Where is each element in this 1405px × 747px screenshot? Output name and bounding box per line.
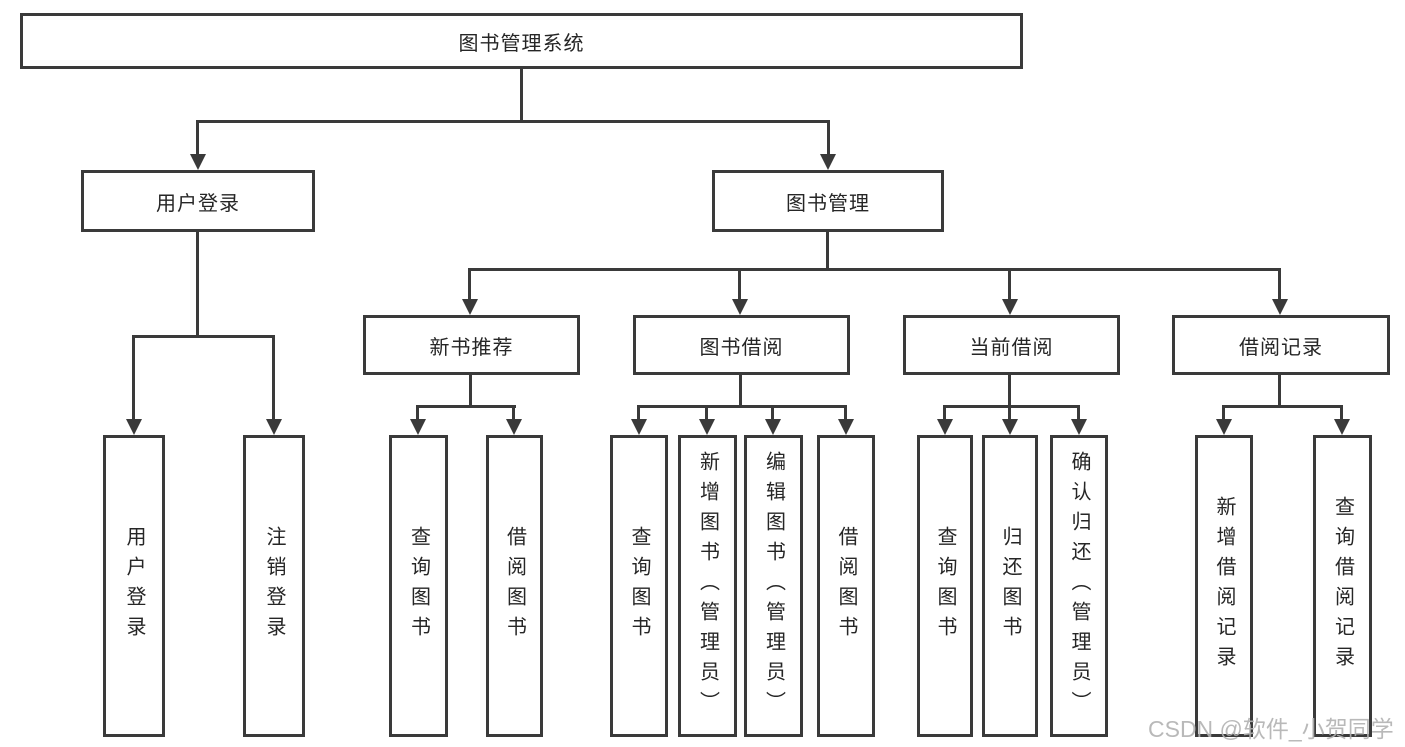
arrowhead-current-borrow [1002,299,1018,315]
connector-drop-bb-edit [771,405,774,419]
arrowhead-book-borrow [732,299,748,315]
connector-user-login-horizontal [133,335,275,338]
node-leaf-cb-confirm: 确认归还（管理员） [1050,435,1108,737]
connector-drop-bb-add [705,405,708,419]
connector-drop-current-borrow [1008,268,1011,299]
connector-drop-rec-query [416,405,419,419]
node-leaf-bb-edit-label: 编辑图书（管理员） [762,451,785,721]
connector-new-book-rec-horizontal [417,405,516,408]
connector-current-borrow-horizontal [943,405,1080,408]
arrowhead-rec-query [410,419,426,435]
node-leaf-bb-borrow: 借阅图书 [817,435,875,737]
connector-drop-user-login [196,120,199,156]
arrowhead-borrow-records [1272,299,1288,315]
node-leaf-cb-return: 归还图书 [982,435,1038,737]
connector-new-book-rec-stem [469,375,472,405]
node-book-mgmt-label: 图书管理 [786,192,870,215]
arrowhead-cb-confirm [1071,419,1087,435]
connector-drop-leaf-user-login [132,335,135,419]
node-leaf-cb-query-label: 查询图书 [934,526,956,646]
node-leaf-br-add: 新增借阅记录 [1195,435,1253,737]
node-leaf-bb-edit: 编辑图书（管理员） [744,435,803,737]
connector-drop-book-borrow [738,268,741,299]
node-leaf-cb-confirm-label: 确认归还（管理员） [1068,451,1090,721]
node-leaf-cb-return-label: 归还图书 [999,526,1021,646]
node-leaf-rec-query: 查询图书 [389,435,448,737]
connector-borrow-records-horizontal [1222,405,1343,408]
connector-drop-bb-borrow [844,405,847,419]
connector-drop-cb-confirm [1077,405,1080,419]
arrowhead-rec-borrow [506,419,522,435]
node-leaf-user-login: 用户登录 [103,435,165,737]
connector-drop-cb-query [943,405,946,419]
connector-drop-leaf-logout [272,335,275,419]
connector-drop-br-add [1222,405,1225,419]
connector-book-mgmt-stem [826,232,829,268]
node-borrow-records-label: 借阅记录 [1239,336,1323,359]
connector-drop-borrow-records [1278,268,1281,299]
node-new-book-rec: 新书推荐 [363,315,580,375]
connector-current-borrow-stem [1008,375,1011,405]
node-leaf-bb-borrow-label: 借阅图书 [835,526,857,646]
arrowhead-leaf-logout [266,419,282,435]
connector-drop-br-query [1340,405,1343,419]
node-root: 图书管理系统 [20,13,1023,69]
arrowhead-bb-query [631,419,647,435]
node-leaf-logout: 注销登录 [243,435,305,737]
arrowhead-new-book-rec [462,299,478,315]
arrowhead-br-query [1334,419,1350,435]
node-leaf-br-query: 查询借阅记录 [1313,435,1372,737]
connector-root-stem [520,69,523,120]
node-leaf-user-login-label: 用户登录 [123,526,145,646]
arrowhead-cb-query [937,419,953,435]
node-leaf-bb-query-label: 查询图书 [628,526,650,646]
connector-drop-new-book-rec [468,268,471,299]
node-new-book-rec-label: 新书推荐 [429,336,514,359]
connector-book-borrow-horizontal [637,405,847,408]
connector-user-login-stem [196,232,199,335]
node-borrow-records: 借阅记录 [1172,315,1390,375]
connector-l1-horizontal [197,120,830,123]
node-book-borrow-label: 图书借阅 [699,336,784,359]
node-leaf-br-query-label: 查询借阅记录 [1331,496,1354,676]
connector-drop-book-mgmt [827,120,830,156]
node-user-login-label: 用户登录 [156,192,240,215]
node-leaf-bb-add-label: 新增图书（管理员） [696,451,719,721]
node-leaf-rec-borrow: 借阅图书 [486,435,543,737]
connector-l3-horizontal [469,268,1281,271]
watermark: CSDN @软件_小贺同学 [1148,716,1394,742]
node-leaf-cb-query: 查询图书 [917,435,973,737]
connector-drop-cb-return [1008,405,1011,419]
connector-borrow-records-stem [1278,375,1281,405]
node-leaf-logout-label: 注销登录 [263,526,285,646]
arrowhead-book-mgmt [820,154,836,170]
node-leaf-rec-query-label: 查询图书 [407,526,430,646]
node-leaf-bb-query: 查询图书 [610,435,668,737]
node-leaf-br-add-label: 新增借阅记录 [1213,496,1235,676]
node-leaf-bb-add: 新增图书（管理员） [678,435,737,737]
node-user-login: 用户登录 [81,170,315,232]
node-root-label: 图书管理系统 [458,32,585,55]
arrowhead-user-login [190,154,206,170]
connector-drop-rec-borrow [512,405,515,419]
arrowhead-bb-borrow [838,419,854,435]
node-book-borrow: 图书借阅 [633,315,850,375]
node-book-mgmt: 图书管理 [712,170,944,232]
arrowhead-leaf-user-login [126,419,142,435]
connector-book-borrow-stem [739,375,742,405]
node-current-borrow-label: 当前借阅 [969,336,1054,359]
arrowhead-br-add [1216,419,1232,435]
node-current-borrow: 当前借阅 [903,315,1120,375]
arrowhead-cb-return [1002,419,1018,435]
connector-drop-bb-query [637,405,640,419]
node-leaf-rec-borrow-label: 借阅图书 [503,526,526,646]
arrowhead-bb-edit [765,419,781,435]
arrowhead-bb-add [699,419,715,435]
